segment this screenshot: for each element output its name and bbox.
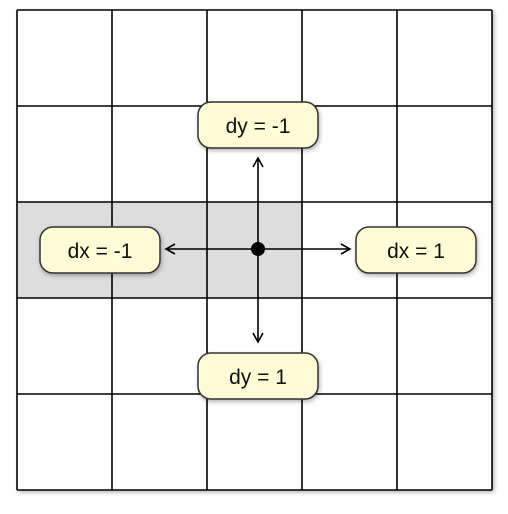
- label-up: dy = -1: [197, 101, 319, 149]
- label-right: dx = 1: [355, 226, 477, 274]
- direction-arrows: [164, 156, 352, 344]
- label-up-text: dy = -1: [226, 115, 291, 138]
- label-down-text: dy = 1: [229, 366, 287, 389]
- center-point: [251, 242, 265, 256]
- label-left-text: dx = -1: [68, 240, 133, 263]
- label-left: dx = -1: [39, 226, 161, 274]
- label-down: dy = 1: [197, 352, 319, 400]
- label-right-text: dx = 1: [387, 240, 445, 263]
